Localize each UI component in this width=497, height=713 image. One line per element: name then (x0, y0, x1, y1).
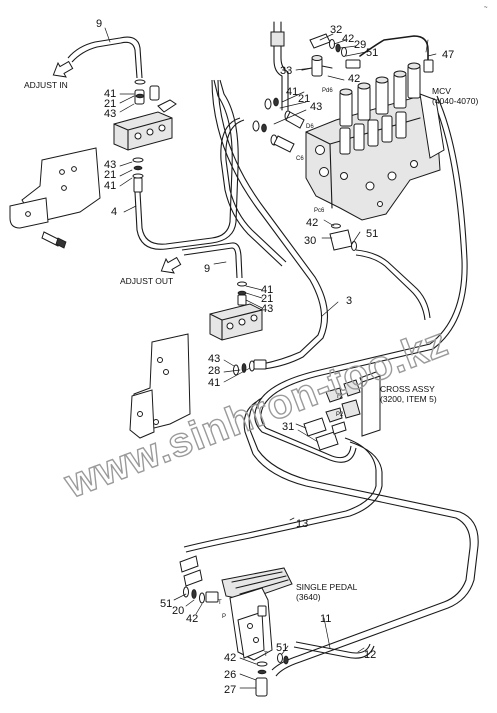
pipe-32-vertical (273, 21, 289, 111)
callout-9-mid: 9 (204, 263, 210, 275)
hose-30 (355, 249, 431, 321)
callout-43-mcv: 43 (310, 101, 322, 113)
callout-51-top: 51 (366, 47, 378, 59)
callout-43-a: 43 (104, 108, 116, 120)
callout-42-bot: 42 (224, 652, 236, 664)
port-d6: D6 (306, 124, 314, 130)
leader-lines (104, 27, 437, 689)
corner-mark: ~ (484, 5, 488, 11)
port-pc6: Pc6 (314, 208, 325, 214)
callout-32: 32 (330, 24, 342, 36)
callout-42-bl: 42 (186, 613, 198, 625)
port-t: T (218, 600, 222, 606)
callout-21-b: 21 (104, 169, 116, 181)
upper-bracket-bolt (41, 231, 61, 247)
adjust-out-label: ADJUST OUT (120, 276, 173, 286)
mcv-body (305, 95, 441, 221)
pedal-plate (221, 567, 293, 601)
fittings-31 (303, 417, 347, 451)
callout-51-mid: 51 (366, 228, 378, 240)
hose-9-top (67, 36, 143, 79)
hose-13 (183, 437, 383, 553)
watermark: www.sinhron-too.kz (58, 318, 454, 507)
mcv-range: (4040-4070) (432, 96, 478, 106)
hose-4 (134, 79, 239, 250)
callout-21-mcv: 21 (298, 93, 310, 105)
port-p2: P2 (336, 412, 344, 418)
callout-42-top: 42 (342, 33, 354, 45)
callout-numbers: 9 41 21 43 43 21 41 4 9 41 21 43 3 43 28… (96, 18, 454, 696)
hose-12 (293, 641, 375, 659)
callout-41-c: 41 (261, 284, 273, 296)
port-t-small: T (264, 652, 268, 658)
callout-41-mcv: 41 (286, 86, 298, 98)
callout-9-top: 9 (96, 18, 102, 30)
callout-27: 27 (224, 684, 236, 696)
upper-bracket-assembly (9, 79, 177, 249)
adjust-in-arrow (52, 60, 74, 78)
callout-51-bl: 51 (160, 598, 172, 610)
callout-26: 26 (224, 669, 236, 681)
lower-bracket-assembly (129, 281, 267, 439)
callout-31: 31 (282, 421, 294, 433)
hoses (67, 21, 479, 677)
adjust-in-label: ADJUST IN (24, 80, 68, 90)
callout-30: 30 (304, 235, 316, 247)
lower-connector-block (209, 303, 263, 341)
port-t2: T2 (336, 394, 344, 400)
single-pedal-ref: (3640) (296, 592, 321, 602)
callout-11: 11 (320, 613, 331, 625)
callout-41-d: 41 (208, 377, 220, 389)
callout-28: 28 (208, 365, 220, 377)
mcv-title: MCV (432, 86, 451, 96)
callout-41-b: 41 (104, 180, 116, 192)
port-c6: C6 (296, 156, 304, 162)
hose-mcv-cross (254, 95, 468, 463)
cross-assy-ref: (3200, ITEM 5) (380, 394, 437, 404)
callout-33: 33 (280, 65, 292, 77)
callout-3: 3 (346, 295, 352, 307)
cross-assy (325, 371, 381, 437)
adjust-out-arrow (160, 256, 182, 274)
cross-assy-title: CROSS ASSY (380, 384, 435, 394)
callout-21-c: 21 (261, 293, 273, 305)
hose-11 (243, 397, 479, 677)
hose-33-down (220, 117, 287, 267)
callout-43-c: 43 (261, 303, 273, 315)
pipe-32-sleeve (270, 31, 285, 47)
port-pd6: Pd6 (322, 88, 333, 94)
single-pedal-title: SINGLE PEDAL (296, 582, 358, 592)
hose-3 (211, 79, 328, 370)
callout-41-a: 41 (104, 88, 116, 100)
callout-20: 20 (172, 605, 184, 617)
callout-51-bot: 51 (276, 642, 288, 654)
mcv-valve-block (252, 33, 445, 251)
callout-42-mcv: 42 (348, 73, 360, 85)
callout-43-d: 43 (208, 353, 220, 365)
callout-47: 47 (442, 49, 454, 61)
callout-13: 13 (296, 518, 308, 530)
single-pedal-assembly (179, 555, 293, 697)
hose-9-mid (181, 242, 243, 279)
text-labels: ADJUST IN ADJUST OUT MCV (4040-4070) CRO… (24, 80, 478, 658)
callout-43-b: 43 (104, 159, 116, 171)
port-p: P (222, 614, 226, 620)
callout-21-a: 21 (104, 98, 116, 110)
callout-4: 4 (111, 206, 117, 218)
callout-12: 12 (364, 649, 376, 661)
callout-29: 29 (354, 39, 366, 51)
callout-42-mid: 42 (306, 217, 318, 229)
